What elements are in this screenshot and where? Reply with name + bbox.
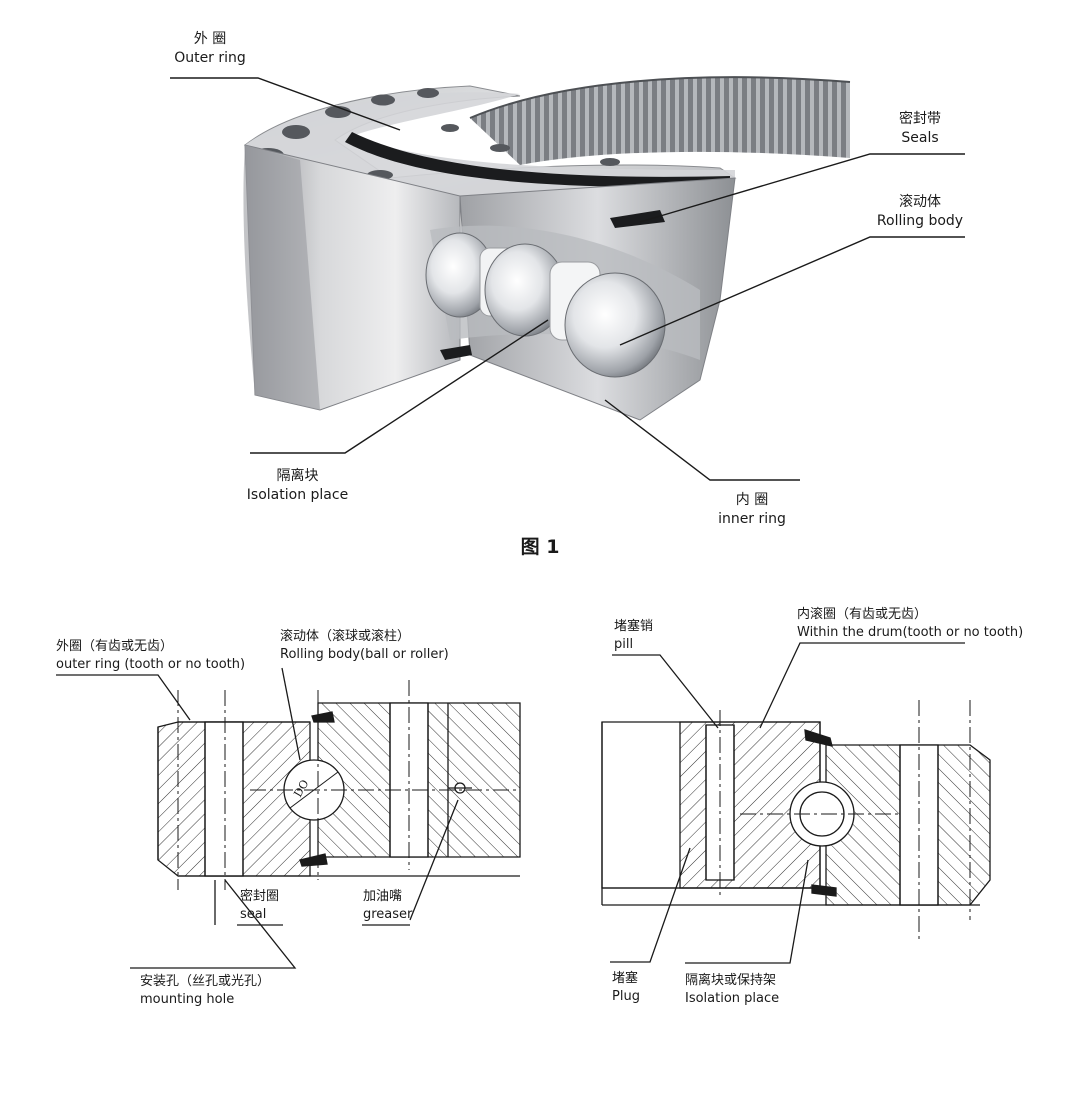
label-rolling-body-type-cn: 滚动体（滚球或滚柱）	[280, 629, 411, 644]
label-pill: 堵塞销 pill	[614, 618, 653, 654]
label-inner-ring: 内 圈 inner ring	[712, 491, 792, 529]
label-outer-ring-cn: 外 圈	[193, 31, 227, 47]
label-mounting-hole: 安装孔（丝孔或光孔） mounting hole	[140, 973, 270, 1009]
label-plug: 堵塞 Plug	[612, 970, 640, 1006]
label-outer-ring-tooth-en: outer ring (tooth or no tooth)	[56, 657, 246, 672]
label-seal-en: seal	[240, 907, 267, 922]
label-plug-en: Plug	[612, 989, 640, 1004]
label-greaser: 加油嘴 greaser	[363, 888, 412, 924]
label-outer-ring-tooth-cn: 外圈（有齿或无齿）	[56, 639, 174, 654]
label-outer-ring: 外 圈 Outer ring	[170, 30, 250, 68]
label-inner-drum-cn: 内滚圈（有齿或无齿）	[797, 607, 928, 622]
label-mounting-hole-en: mounting hole	[140, 992, 235, 1007]
label-seal-cn: 密封圈	[240, 889, 280, 904]
label-isolation-cage: 隔离块或保持架 Isolation place	[685, 972, 779, 1008]
label-isolation-cage-en: Isolation place	[685, 991, 780, 1006]
rolling-bodies	[425, 232, 666, 378]
left-section-drawing	[56, 667, 521, 969]
label-plug-cn: 堵塞	[612, 971, 639, 986]
label-greaser-en: greaser	[363, 907, 413, 922]
label-seals-en: Seals	[901, 130, 939, 146]
figure-title: 图 1	[520, 536, 560, 558]
label-pill-en: pill	[614, 637, 634, 652]
label-seal: 密封圈 seal	[240, 888, 279, 924]
label-isolation-place: 隔离块 Isolation place	[240, 467, 355, 505]
right-section-drawing	[601, 642, 991, 964]
label-seals: 密封带 Seals	[880, 110, 960, 148]
label-greaser-cn: 加油嘴	[363, 889, 403, 904]
label-mounting-hole-cn: 安装孔（丝孔或光孔）	[140, 974, 271, 989]
gear-teeth	[470, 77, 850, 165]
label-outer-ring-tooth: 外圈（有齿或无齿） outer ring (tooth or no tooth)	[56, 638, 245, 674]
label-inner-drum: 内滚圈（有齿或无齿） Within the drum(tooth or no t…	[797, 606, 1023, 642]
label-rolling-body-type-en: Rolling body(ball or roller)	[280, 647, 449, 662]
label-rolling-body-cn: 滚动体	[899, 194, 941, 210]
label-seals-cn: 密封带	[899, 111, 941, 127]
label-isolation-place-en: Isolation place	[246, 487, 349, 503]
label-rolling-body-en: Rolling body	[876, 213, 964, 229]
label-isolation-place-cn: 隔离块	[276, 468, 319, 484]
label-rolling-body-type: 滚动体（滚球或滚柱） Rolling body(ball or roller)	[280, 628, 449, 664]
label-inner-ring-cn: 内 圈	[735, 492, 769, 508]
label-inner-ring-en: inner ring	[718, 511, 786, 527]
label-isolation-cage-cn: 隔离块或保持架	[685, 973, 777, 988]
label-outer-ring-en: Outer ring	[174, 50, 246, 66]
leader-lines	[170, 77, 965, 481]
label-pill-cn: 堵塞销	[614, 619, 654, 634]
bearing-cutaway-illustration	[170, 76, 965, 481]
label-rolling-body: 滚动体 Rolling body	[870, 193, 970, 231]
label-inner-drum-en: Within the drum(tooth or no tooth)	[797, 625, 1024, 640]
